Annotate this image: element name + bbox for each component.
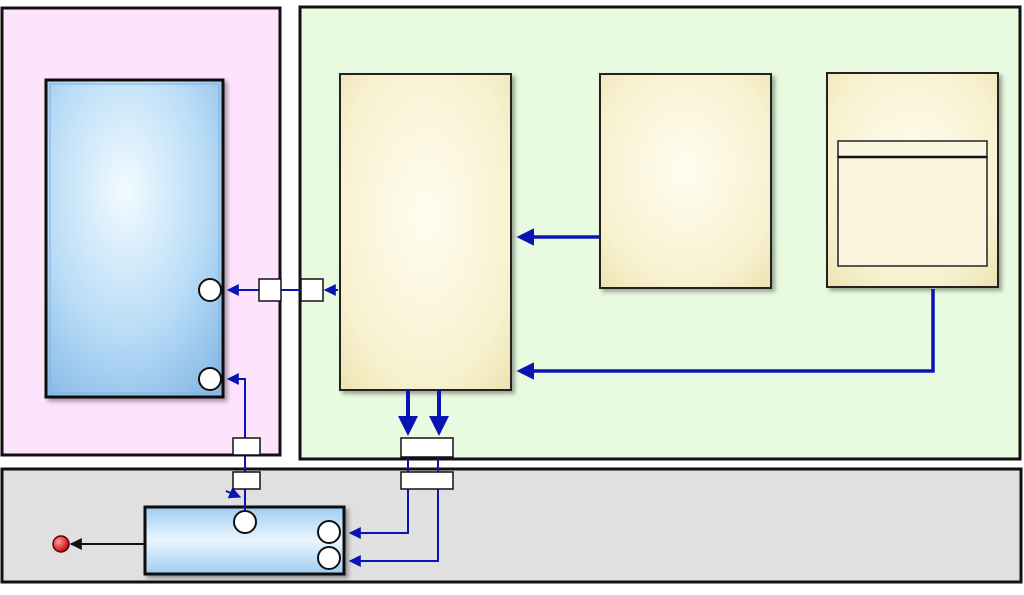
port-circle-small-right-upper (317, 520, 341, 544)
output-terminal (52, 535, 70, 553)
port-rect-gray-top (400, 471, 454, 490)
connector-port-to-small-2 (348, 489, 439, 567)
connector-small-arrow-stub (225, 487, 242, 499)
cream-component-main (339, 73, 512, 391)
port-square-pink-bottom (232, 437, 261, 456)
inner-panel-body (837, 156, 988, 267)
connector-port-to-small-1 (348, 489, 409, 539)
port-circle-blue-large-upper (198, 278, 222, 302)
inner-panel-header (837, 140, 988, 158)
port-square-gray-top (232, 471, 261, 490)
connector-right-to-main (516, 289, 935, 380)
port-circle-small-top (233, 510, 257, 534)
port-square-pink-boundary (258, 278, 282, 302)
blue-component-inner-edge (49, 83, 220, 394)
port-rect-green-bottom (400, 437, 454, 458)
connector-small-to-blue-large (226, 373, 246, 512)
cream-component-middle (599, 73, 772, 289)
port-circle-blue-large-lower (198, 367, 222, 391)
port-square-green-boundary (300, 278, 324, 302)
port-circle-small-right-lower (317, 546, 341, 570)
blue-component-large (44, 78, 225, 399)
